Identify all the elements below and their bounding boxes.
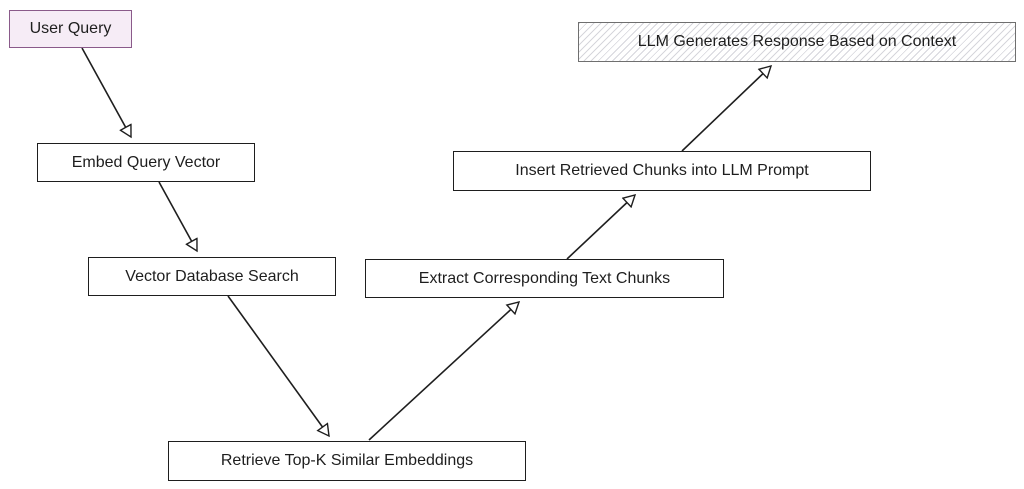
node-extract-text-chunks-label: Extract Corresponding Text Chunks xyxy=(418,269,671,287)
arrow-user-query-to-embed xyxy=(81,47,131,137)
node-vector-database-search-label: Vector Database Search xyxy=(125,267,299,285)
arrow-embed-to-search xyxy=(158,181,197,251)
arrow-search-to-retrieve xyxy=(227,295,329,436)
node-embed-query-vector: Embed Query Vector xyxy=(37,143,255,182)
arrow-extract-to-insert xyxy=(566,195,635,260)
node-user-query-label: User Query xyxy=(29,20,112,37)
node-embed-query-vector-label: Embed Query Vector xyxy=(71,153,221,171)
node-insert-chunks-into-prompt-label: Insert Retrieved Chunks into LLM Prompt xyxy=(515,162,809,179)
arrow-insert-to-llm xyxy=(681,66,771,152)
node-llm-generates-response-label: LLM Generates Response Based on Context xyxy=(637,33,957,50)
node-retrieve-top-k: Retrieve Top-K Similar Embeddings xyxy=(168,441,526,481)
arrow-retrieve-to-extract xyxy=(368,302,519,441)
node-user-query: User Query xyxy=(9,10,132,48)
node-vector-database-search: Vector Database Search xyxy=(88,257,336,296)
node-insert-chunks-into-prompt: Insert Retrieved Chunks into LLM Prompt xyxy=(453,151,871,191)
node-retrieve-top-k-label: Retrieve Top-K Similar Embeddings xyxy=(220,452,474,469)
node-llm-generates-response: LLM Generates Response Based on Context xyxy=(578,22,1016,62)
node-extract-text-chunks: Extract Corresponding Text Chunks xyxy=(365,259,724,298)
